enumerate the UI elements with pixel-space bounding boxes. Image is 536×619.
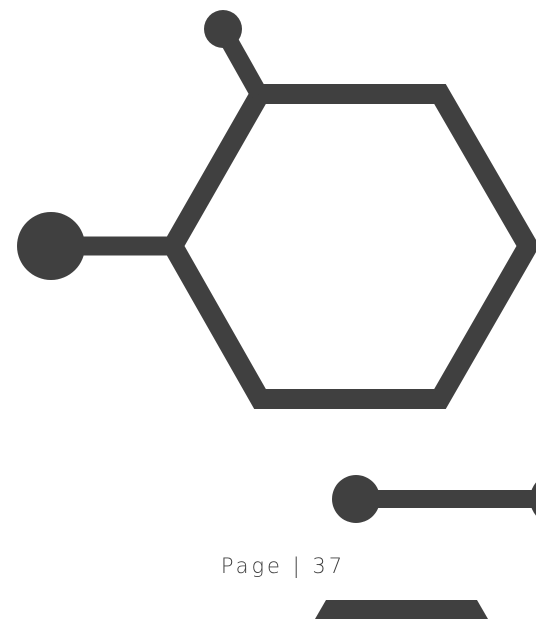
hexagon-partial-bottom	[315, 600, 488, 619]
node-left-large	[17, 212, 85, 280]
page-number: Page | 37	[220, 554, 346, 578]
hexagon-ring	[161, 84, 536, 409]
node-bottom-right-partial	[530, 482, 536, 516]
node-top-small	[204, 10, 242, 48]
page-footer: Page | 37	[0, 551, 536, 581]
node-bottom	[332, 475, 380, 523]
